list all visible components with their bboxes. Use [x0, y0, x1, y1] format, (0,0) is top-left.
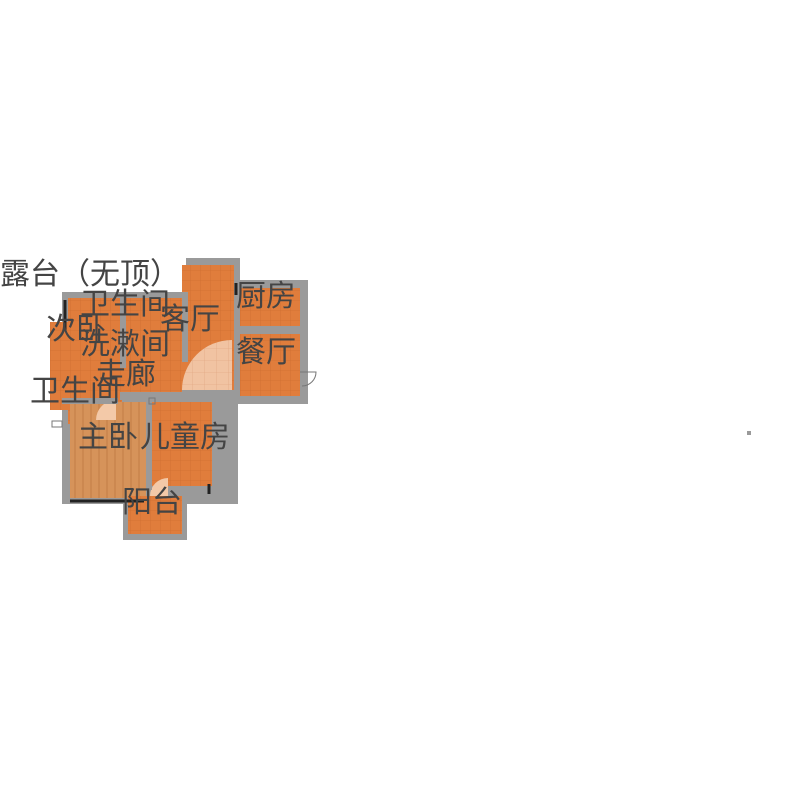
- washroom-floor: [120, 298, 182, 368]
- dining-floor: [240, 334, 300, 396]
- label-kids-room: 儿童房: [140, 420, 230, 455]
- label-second-bedroom: 次卧: [46, 312, 106, 347]
- stray-dot: [747, 431, 751, 435]
- label-terrace: 露台（无顶）: [0, 257, 180, 292]
- living-door-swing: [182, 340, 232, 390]
- label-master-bedroom: 主卧: [78, 420, 138, 455]
- room-floors: [50, 265, 300, 534]
- kitchen-floor: [240, 288, 300, 328]
- master-door-swing: [96, 400, 116, 420]
- balcony-door-swing: [150, 478, 168, 496]
- inner-walls: [62, 285, 300, 490]
- window-frames: [51, 371, 317, 428]
- label-bath-top: 卫生间: [80, 287, 170, 322]
- kids-room-floor: [152, 402, 212, 486]
- openings: [63, 283, 238, 503]
- second-bedroom-floor: [50, 322, 122, 410]
- bath-top-floor: [68, 298, 120, 326]
- label-living: 客厅: [160, 302, 220, 337]
- label-bath-left: 卫生间: [30, 374, 120, 409]
- label-dining: 餐厅: [236, 335, 296, 370]
- label-kitchen: 厨房: [236, 279, 296, 314]
- label-corridor: 走廊: [96, 357, 156, 392]
- label-balcony: 阳台: [122, 485, 182, 520]
- label-washroom: 洗漱间: [80, 327, 170, 362]
